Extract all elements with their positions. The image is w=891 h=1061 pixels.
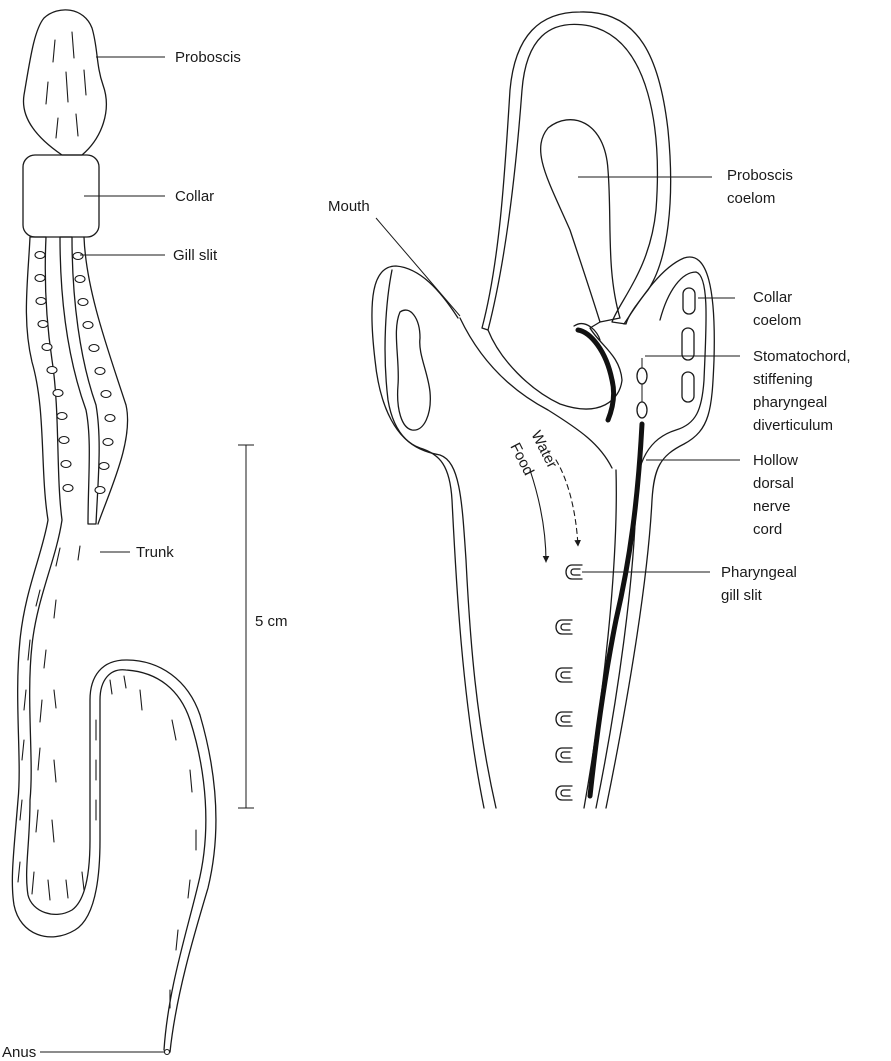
label-proboscis-coelom: Proboscis coelom [727,167,797,207]
label-stomatochord-line4: diverticulum [753,417,833,434]
scale-bar: 5 cm [238,445,288,808]
label-proboscis-coelom-line1: Proboscis [727,167,793,184]
label-proboscis: Proboscis [175,49,241,66]
label-collar: Collar [175,188,214,205]
label-stomatochord: Stomatochord, stiffening pharyngeal dive… [753,348,855,434]
label-collar-coelom-line2: coelom [753,312,801,329]
label-anus: Anus [2,1044,36,1061]
label-collar-coelom-line1: Collar [753,289,792,306]
pharyngeal-gill-slits [556,565,582,800]
trunk-right-edge [84,237,128,524]
nerve-cord-beads [637,358,647,418]
proboscis-shape [23,10,106,155]
collar-outer [606,257,714,808]
label-food: Food [506,440,537,478]
label-nerve-cord-line1: Hollow [753,452,798,469]
label-pharyngeal-gill-slit-line1: Pharyngeal [721,564,797,581]
label-proboscis-coelom-line2: coelom [727,190,775,207]
longitudinal-section-figure: Water Food Mouth Proboscis coelom Collar… [328,12,855,808]
water-arrow [556,460,578,546]
proboscis-coelom [541,120,620,322]
label-gill-slit: Gill slit [173,247,218,264]
collar-inner [596,272,706,808]
whole-worm-figure: 5 cm Proboscis Collar Gill slit Trunk An… [2,10,288,1061]
label-nerve-cord-line3: nerve [753,498,791,515]
label-pharyngeal-gill-slit: Pharyngeal gill slit [721,564,801,604]
label-mouth: Mouth [328,198,370,215]
stomatochord [578,330,614,420]
trunk-texture [18,546,196,1008]
buccal-cavity [488,322,622,409]
label-stomatochord-line3: pharyngeal [753,394,827,411]
label-trunk: Trunk [136,544,174,561]
trunk-outline [12,237,216,1052]
proboscis-texture [46,32,86,138]
collar-lip [372,266,484,808]
label-stomatochord-line1: Stomatochord, [753,348,851,365]
label-stomatochord-line2: stiffening [753,371,813,388]
food-arrow [530,470,546,562]
proboscis-outer [482,12,671,330]
scale-bar-label: 5 cm [255,613,288,630]
label-collar-coelom: Collar coelom [753,289,801,329]
label-pharyngeal-gill-slit-line2: gill slit [721,587,763,604]
collar-coelom-pockets [682,288,695,402]
lip-cavity [396,310,430,430]
label-nerve-cord-line4: cord [753,521,782,538]
label-nerve-cord-line2: dorsal [753,475,794,492]
label-nerve-cord: Hollow dorsal nerve cord [753,452,802,538]
